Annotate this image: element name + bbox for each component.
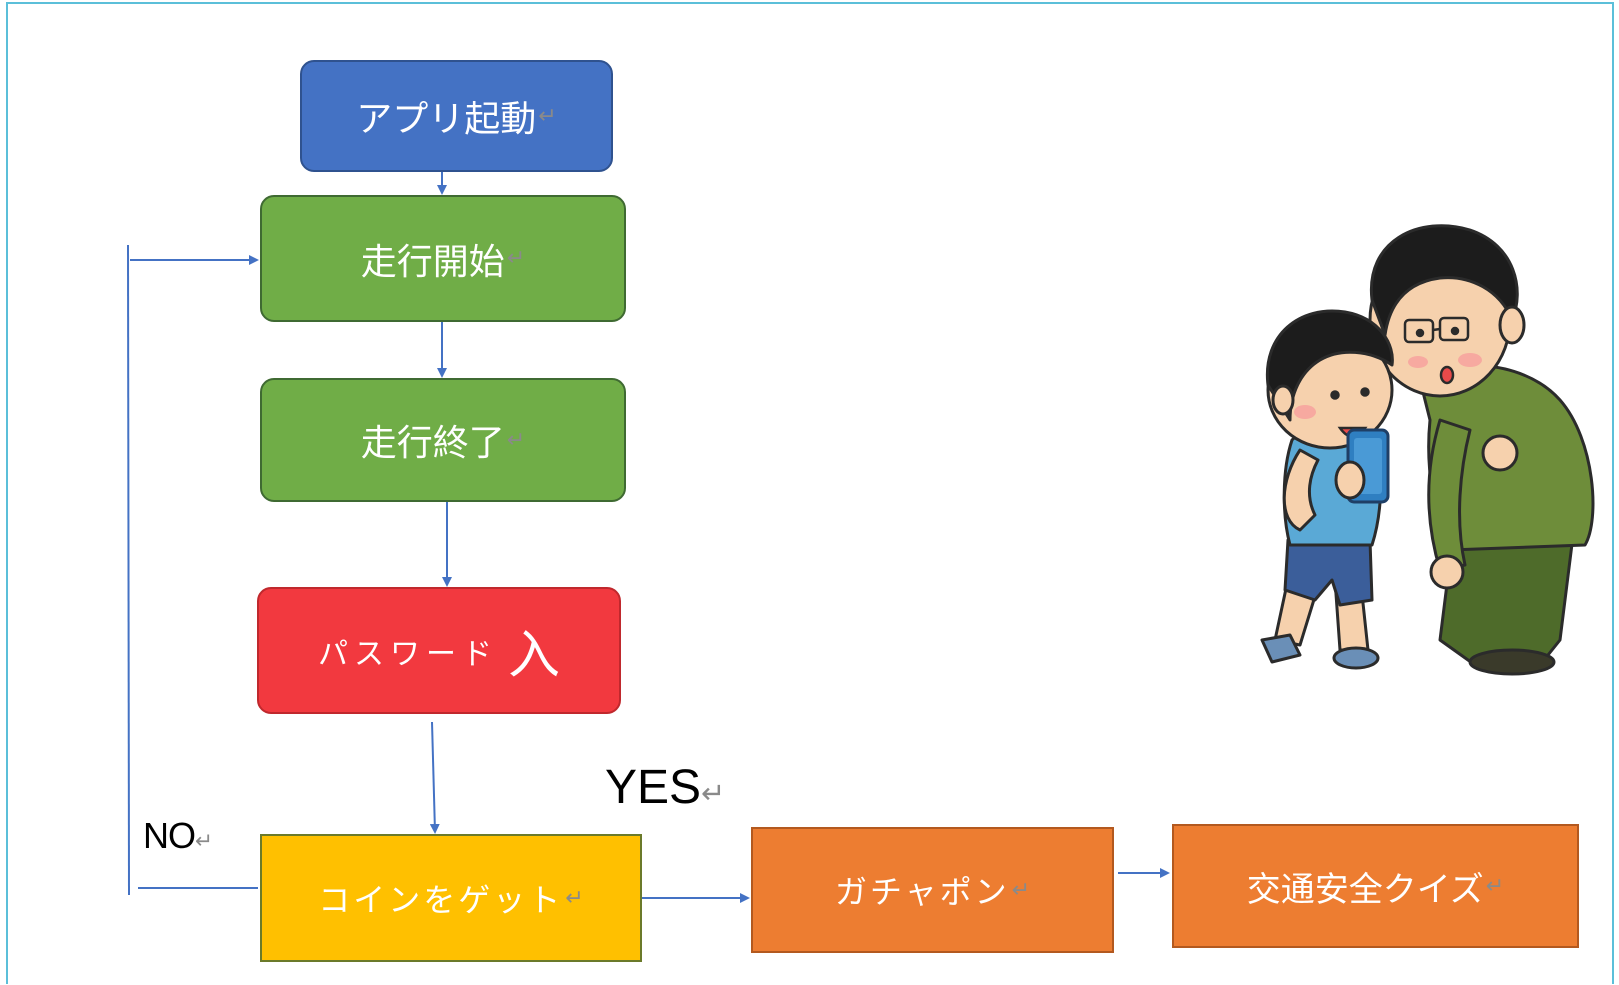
paragraph-mark: ↵ <box>701 778 726 810</box>
node-gacha-label: ガチャポン <box>834 873 1010 911</box>
paragraph-mark: ↵ <box>538 103 557 129</box>
paragraph-mark: ↵ <box>506 246 526 271</box>
label-no-text: NO <box>143 815 196 856</box>
node-drive-start-label: 走行開始 <box>360 241 505 283</box>
node-get-coin-label: コインをゲット <box>318 881 564 919</box>
child-figure <box>1260 309 1394 670</box>
node-password: パスワード入 <box>257 587 621 714</box>
paragraph-mark: ↵ <box>195 828 213 853</box>
node-gacha: ガチャポン↵ <box>751 827 1114 953</box>
node-drive-start: 走行開始↵ <box>260 195 626 322</box>
node-password-label: パスワード <box>317 636 498 672</box>
paragraph-mark: ↵ <box>1011 877 1031 903</box>
node-drive-end: 走行終了↵ <box>260 378 626 502</box>
label-yes: YES↵ <box>605 760 725 815</box>
label-yes-text: YES <box>605 761 702 814</box>
node-password-big-char: 入 <box>507 626 560 686</box>
paragraph-mark: ↵ <box>1485 873 1505 899</box>
loop-no-vertical <box>127 244 130 896</box>
child-face <box>1294 387 1370 438</box>
label-no: NO↵ <box>143 815 213 857</box>
arrow-password-to-coin <box>429 721 440 834</box>
node-traffic-safety-quiz-label: 交通安全クイズ <box>1246 869 1484 910</box>
paragraph-mark: ↵ <box>506 427 526 453</box>
parent-figure <box>1368 224 1595 676</box>
node-drive-end-label: 走行終了 <box>360 423 505 464</box>
parent-face <box>1403 316 1482 385</box>
page-frame <box>6 2 1614 984</box>
paragraph-mark: ↵ <box>565 885 584 911</box>
node-app-launch-label: アプリ起動 <box>356 99 537 140</box>
node-traffic-safety-quiz: 交通安全クイズ↵ <box>1172 824 1579 948</box>
child-hand <box>1334 460 1366 500</box>
node-app-launch: アプリ起動↵ <box>300 60 613 172</box>
node-get-coin: コインをゲット↵ <box>260 834 642 962</box>
